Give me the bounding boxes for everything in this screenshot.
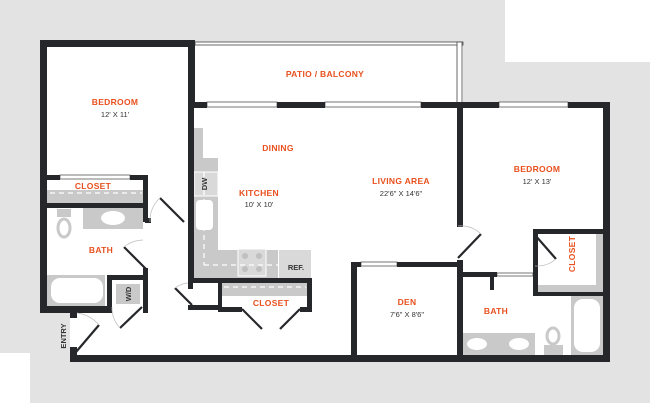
closet-2-label: CLOSET: [253, 298, 290, 308]
dining-label: DINING: [262, 143, 294, 153]
patio-label: PATIO / BALCONY: [286, 69, 364, 79]
sink-icon: [101, 211, 125, 225]
refrigerator: [279, 250, 311, 278]
bath-1-label: BATH: [89, 245, 113, 255]
bedroom-1-label: BEDROOM: [92, 97, 139, 107]
room-labels: PATIO / BALCONY BEDROOM 12' X 11' DINING…: [59, 69, 577, 349]
living-area-label: LIVING AREA: [372, 176, 430, 186]
washer-dryer: [116, 284, 140, 304]
washer-dryer-label: W/D: [124, 286, 133, 301]
bedroom-1-size: 12' X 11': [101, 110, 130, 119]
bedroom-2-size: 12' X 13': [523, 177, 552, 186]
background-patch: [505, 0, 650, 62]
walls: [40, 40, 610, 362]
bath-2-label: BATH: [484, 306, 508, 316]
entry-label: ENTRY: [59, 323, 68, 348]
refrigerator-label: REF.: [288, 263, 304, 272]
closet-shelf: [47, 190, 143, 203]
bedroom-2-label: BEDROOM: [514, 164, 561, 174]
closet-3-label: CLOSET: [567, 235, 577, 272]
background-patch: [0, 353, 30, 403]
dishwasher-label: DW: [200, 177, 209, 190]
fixtures: [47, 128, 603, 355]
kitchen-label: KITCHEN: [239, 188, 279, 198]
kitchen-size: 10' X 10': [245, 200, 274, 209]
dishwasher: [193, 171, 219, 197]
closet-1-label: CLOSET: [75, 181, 112, 191]
den-size: 7'6" X 8'6": [390, 310, 424, 319]
kitchen-sink-icon: [196, 200, 213, 230]
stove-icon: [237, 248, 267, 277]
doors: [75, 197, 557, 353]
sink-icon: [509, 338, 529, 350]
living-area-size: 22'6" X 14'6": [380, 189, 423, 198]
den-label: DEN: [398, 297, 417, 307]
toilet-icon: [545, 326, 561, 346]
toilet-tank: [57, 209, 71, 217]
toilet-icon: [56, 217, 72, 239]
sink-icon: [467, 338, 487, 350]
